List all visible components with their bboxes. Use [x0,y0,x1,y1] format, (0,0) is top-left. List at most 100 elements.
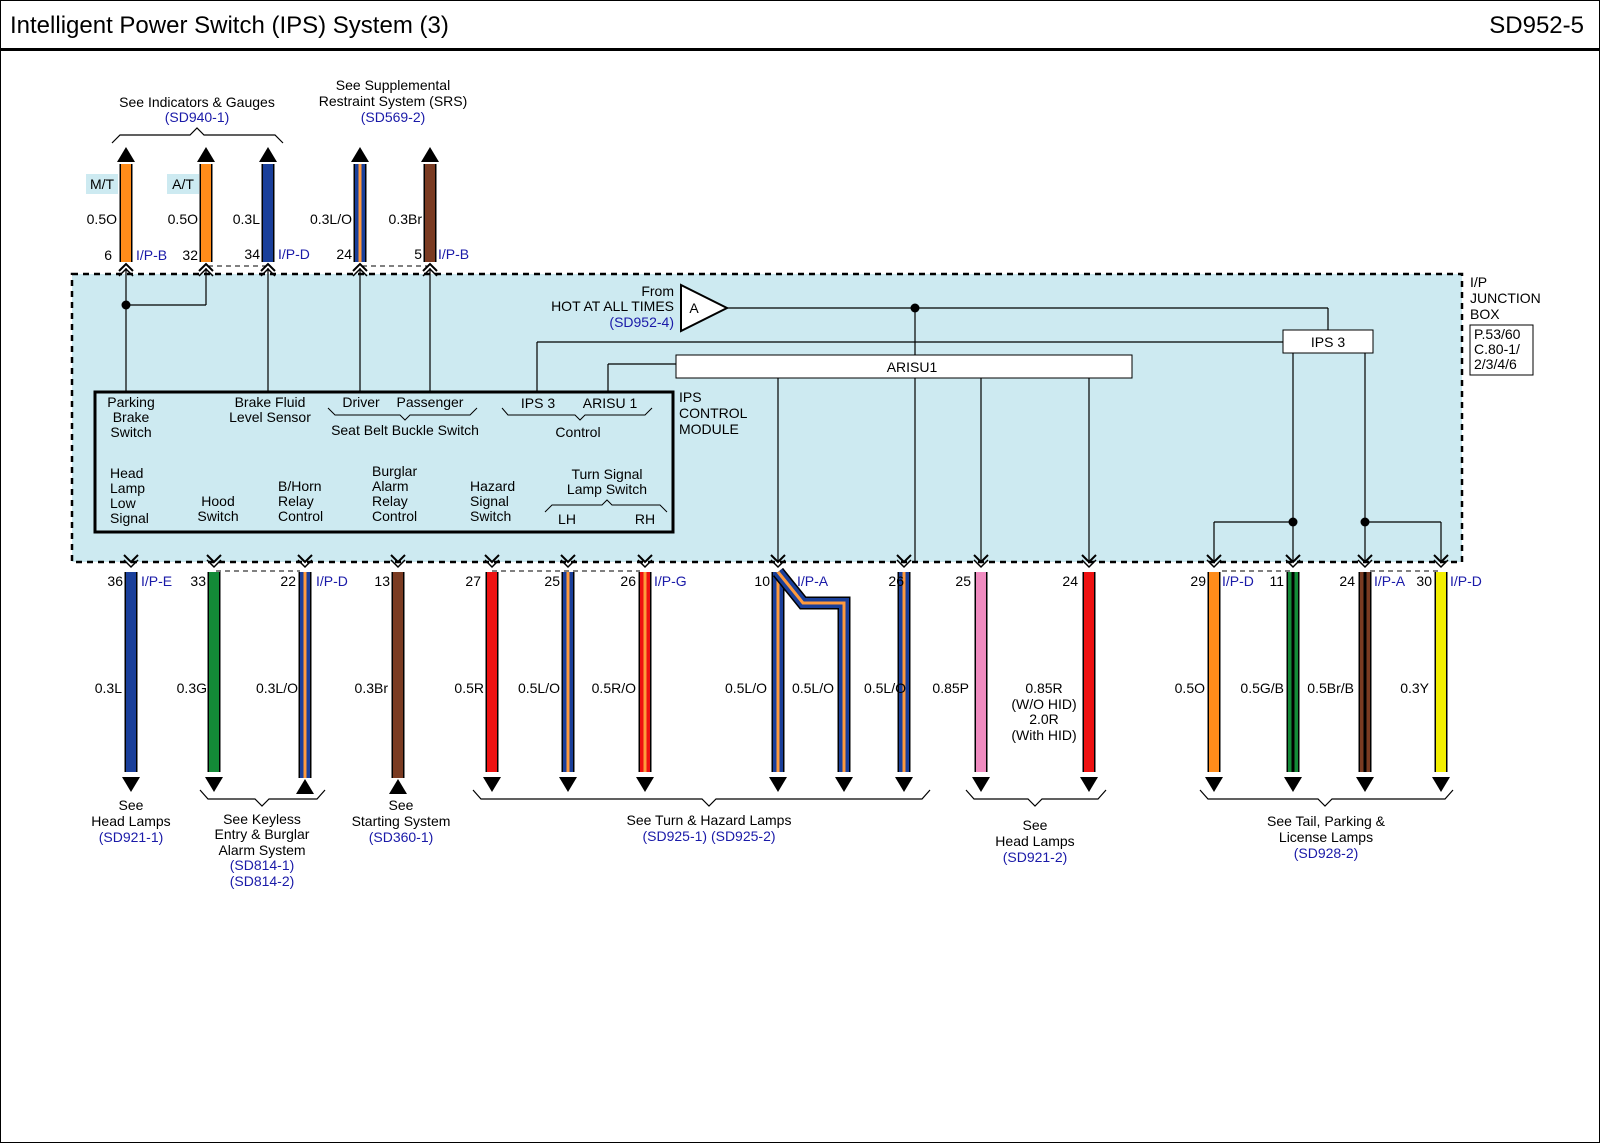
control-label: Control [555,424,600,440]
connector-dashes [208,265,1438,572]
bottom-pin-15: 30 [1416,573,1432,589]
tail-lamps-ref-link[interactable]: (SD928-2) [1294,845,1359,861]
bottom-wire-arrow-15 [1432,777,1450,792]
internal-wiring [125,268,1442,562]
top-wire-pin-3: 34 [244,246,260,262]
arisu1-box [675,354,1133,379]
bottom-wire-arrow-6 [559,777,577,792]
tail-lamps-line-2: License Lamps [1279,829,1373,845]
keyless-line-2: Entry & Burglar [215,826,310,842]
top-wire-size-5: 0.3Br [389,211,423,227]
turn-signal-brace [544,499,668,513]
head-lamps-1-line-1: See [119,797,144,813]
module-label-line-3: MODULE [679,421,739,437]
bottom-connector-1: I/P-E [141,573,172,589]
bottom-pin-7: 26 [620,573,636,589]
bottom-wire-terminal-14-inner [1357,559,1373,569]
top-wire-size-4: 0.3L/O [310,211,352,227]
head-lamps-2-ref-link[interactable]: (SD921-2) [1003,849,1068,865]
turn-hazard-ref-link[interactable]: (SD925-1) (SD925-2) [642,828,775,844]
bottom-connector-14: I/P-A [1374,573,1406,589]
seat-belt-label: Seat Belt Buckle Switch [331,422,479,438]
bottom-size-5: 0.5R [454,680,484,696]
head-lamps-2-line-2: Head Lamps [995,833,1074,849]
top-wire-size-3: 0.3L [233,211,260,227]
page-title: Intelligent Power Switch (IPS) System (3… [10,12,449,39]
bottom-pin-1: 36 [107,573,123,589]
bottom-pin-6: 25 [544,573,560,589]
source-ref-link[interactable]: (SD952-4) [609,314,674,330]
bottom-pin-11: 24 [1062,573,1078,589]
bottom-wire-terminal-13-inner [1285,559,1301,569]
svg-text:Head: Head [110,465,143,481]
top-wire-labels: 0.5O 6 I/P-B 0.5O 32 0.3L 34 I/P-D 0.3L/… [87,211,469,263]
brake-fluid-label: Brake Fluid Level Sensor [229,394,311,425]
bottom-wire-arrow-4 [389,779,407,794]
bottom-wire-arrow-5 [483,777,501,792]
top-wire-connector-3: I/P-D [278,246,310,262]
bottom-wire-terminal-7 [637,554,653,564]
ips3-box [1282,329,1374,354]
junction-ref-line-3: 2/3/4/6 [1474,356,1517,372]
mt-tag-box [86,174,118,194]
bottom-wire-arrow-1 [122,777,140,792]
junction-label-line-1: I/P [1470,274,1487,290]
top-wire-terminal-5-inner [422,267,438,277]
top-wire-arrow-4 [351,147,369,162]
bottom-connector-12: I/P-D [1222,573,1254,589]
bottom-wire-arrow-2 [205,777,223,792]
bottom-pin-5: 27 [465,573,481,589]
svg-text:Level Sensor: Level Sensor [229,409,311,425]
bottom-wire-terminal-7-inner [637,559,653,569]
head-lamps-1-ref-link[interactable]: (SD921-1) [99,829,164,845]
bottom-pin-10: 25 [955,573,971,589]
starting-line-2: Starting System [352,813,451,829]
source-letter: A [689,300,699,316]
keyless-ref-link-2[interactable]: (SD814-2) [230,873,295,889]
top-wire-pin-4: 24 [336,246,352,262]
srs-ref-line-2: Restraint System (SRS) [319,93,468,109]
bottom-wire-labels: 36 I/P-E 0.3L 33 0.3G 22 I/P-D 0.3L/O 13… [95,573,1482,743]
head-lamps-1-line-2: Head Lamps [91,813,170,829]
ips-control-module-box [93,390,675,534]
bottom-wire-arrow-11 [1080,777,1098,792]
top-wire-pin-2: 32 [182,247,198,263]
keyless-line-3: Alarm System [218,842,305,858]
bottom-size-1: 0.3L [95,680,122,696]
top-wire-terminal-2 [198,262,214,272]
top-wire-terminal-3 [260,262,276,272]
bottom-wire-terminal-3 [297,554,313,564]
top-wire-terminal-1-inner [118,267,134,277]
bottom-size-11-line-4: (With HID) [1011,727,1076,743]
bottom-size-4: 0.3Br [355,680,389,696]
svg-text:Control: Control [372,508,417,524]
seat-belt-brace [327,407,478,421]
bottom-pin-3: 22 [280,573,296,589]
bottom-size-11-line-1: 0.85R [1025,680,1062,696]
srs-ref-link[interactable]: (SD569-2) [361,109,426,125]
top-wire-terminal-5 [422,262,438,272]
indicators-ref-link[interactable]: (SD940-1) [165,109,230,125]
bottom-wire-terminal-3-inner [297,559,313,569]
starting-ref-link[interactable]: (SD360-1) [369,829,434,845]
parking-brake-label: Parking Brake Switch [107,394,154,440]
at-tag: A/T [172,176,194,192]
turn-hazard-brace [472,789,931,807]
bottom-wire-layer [122,554,1450,794]
svg-text:Turn Signal: Turn Signal [571,466,642,482]
hood-switch-label: Hood Switch [197,493,238,524]
bottom-wire-terminal-6-inner [560,559,576,569]
top-wire-arrow-5 [421,147,439,162]
indicators-ref-label: See Indicators & Gauges [119,94,275,110]
bottom-wire-terminal-15-inner [1433,559,1449,569]
bottom-wire-arrow-7 [636,777,654,792]
top-wire-connector-1: I/P-B [136,247,167,263]
bottom-wire-terminal-5-inner [484,559,500,569]
svg-text:Control: Control [278,508,323,524]
keyless-ref-link-1[interactable]: (SD814-1) [230,857,295,873]
top-wire-size-1: 0.5O [87,211,117,227]
head-lamps-2-brace [965,789,1107,807]
lh-label: LH [558,511,576,527]
top-wire-connector-5: I/P-B [438,246,469,262]
svg-text:Relay: Relay [372,493,408,509]
